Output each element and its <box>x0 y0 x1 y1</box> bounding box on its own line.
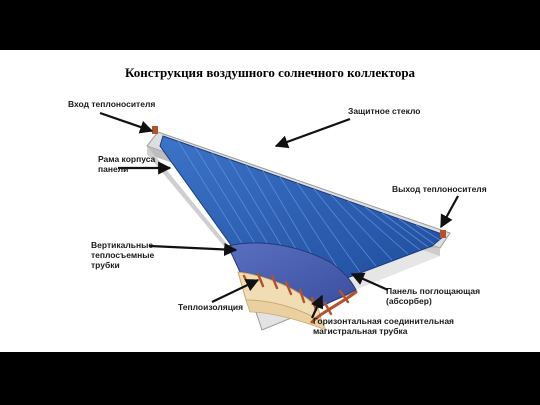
label-vertical-tubes: Вертикальные теплосъемные трубки <box>91 240 155 270</box>
label-header-tube: Горизонтальная соединительная магистраль… <box>313 316 455 336</box>
label-frame: Рама корпуса панели <box>98 154 156 174</box>
protective-glass <box>159 135 446 291</box>
outlet-nozzle <box>440 230 446 238</box>
label-outlet: Выход теплоносителя <box>392 184 487 194</box>
leader-arrows <box>99 111 459 319</box>
header-arrow <box>310 294 324 319</box>
page-title: Конструкция воздушного солнечного коллек… <box>124 65 416 80</box>
absorber-arrow <box>350 272 389 292</box>
inlet-arrow <box>99 111 154 134</box>
label-absorber: Панель поглощающая (абсорбер) <box>386 286 481 306</box>
tubes-arrow <box>149 242 238 257</box>
horizontal-header-tube <box>310 290 358 324</box>
inlet-nozzle <box>152 126 158 134</box>
outlet-arrow <box>440 195 459 229</box>
label-insulation: Теплоизоляция <box>178 302 244 312</box>
label-inlet: Вход теплоносителя <box>68 99 156 109</box>
glass-arrow <box>274 117 351 149</box>
solar-collector-diagram <box>99 111 459 331</box>
slide: Конструкция воздушного солнечного коллек… <box>0 50 540 352</box>
insulation-arrow <box>211 279 260 303</box>
label-protective-glass: Защитное стекло <box>348 106 421 116</box>
